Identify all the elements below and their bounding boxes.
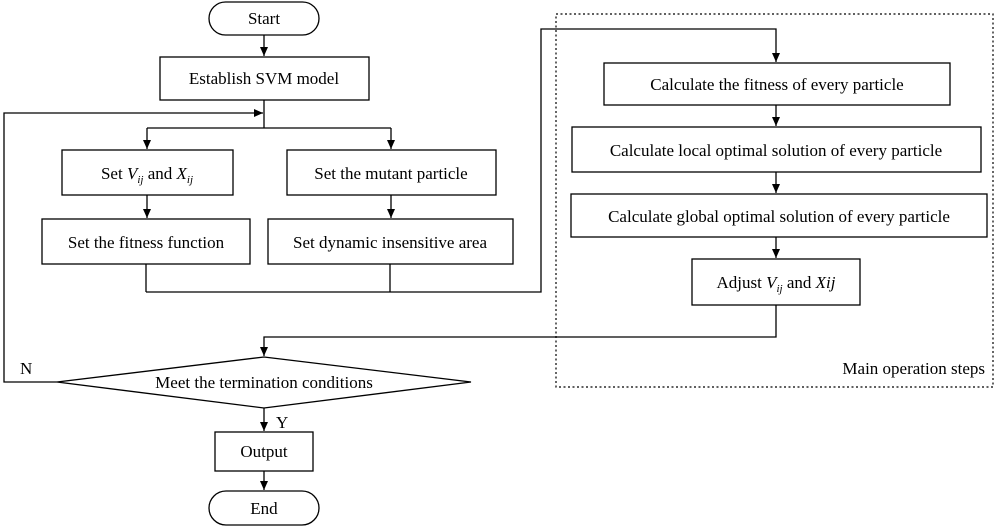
label-n: N [20, 359, 32, 378]
calc-local-box [571, 126, 982, 173]
establish-svm-label: Establish SVM model [189, 69, 339, 88]
set-mutant-label: Set the mutant particle [314, 164, 467, 183]
set-fitness-box [41, 218, 251, 265]
arrow-loop-no [3, 109, 263, 383]
output-box [214, 431, 314, 472]
adjust-box [691, 258, 861, 306]
set-mutant-box [286, 149, 497, 196]
termination-label: Meet the termination conditions [155, 373, 373, 392]
output-label: Output [240, 442, 288, 461]
set-fitness-label: Set the fitness function [68, 233, 225, 252]
set-vx-label: Set Vij and Xij [101, 164, 193, 186]
calc-fitness-label: Calculate the fitness of every particle [650, 75, 903, 94]
calc-fitness-box [603, 62, 951, 106]
calc-local-label: Calculate local optimal solution of ever… [610, 141, 942, 160]
establish-svm-box [159, 56, 370, 101]
arrow-merge-to-calc-fitness [146, 28, 780, 293]
adjust-label: Adjust Vij and Xij [717, 273, 836, 295]
start-label: Start [248, 9, 280, 28]
set-dynamic-box [267, 218, 514, 265]
set-dynamic-label: Set dynamic insensitive area [293, 233, 487, 252]
calc-global-box [570, 193, 988, 238]
end-label: End [250, 499, 278, 518]
label-y: Y [276, 413, 288, 432]
calc-global-label: Calculate global optimal solution of eve… [608, 207, 950, 226]
arrow-adjust-to-termination [260, 305, 777, 356]
end-terminal [208, 490, 320, 526]
main-operation-steps-label: Main operation steps [842, 359, 985, 378]
